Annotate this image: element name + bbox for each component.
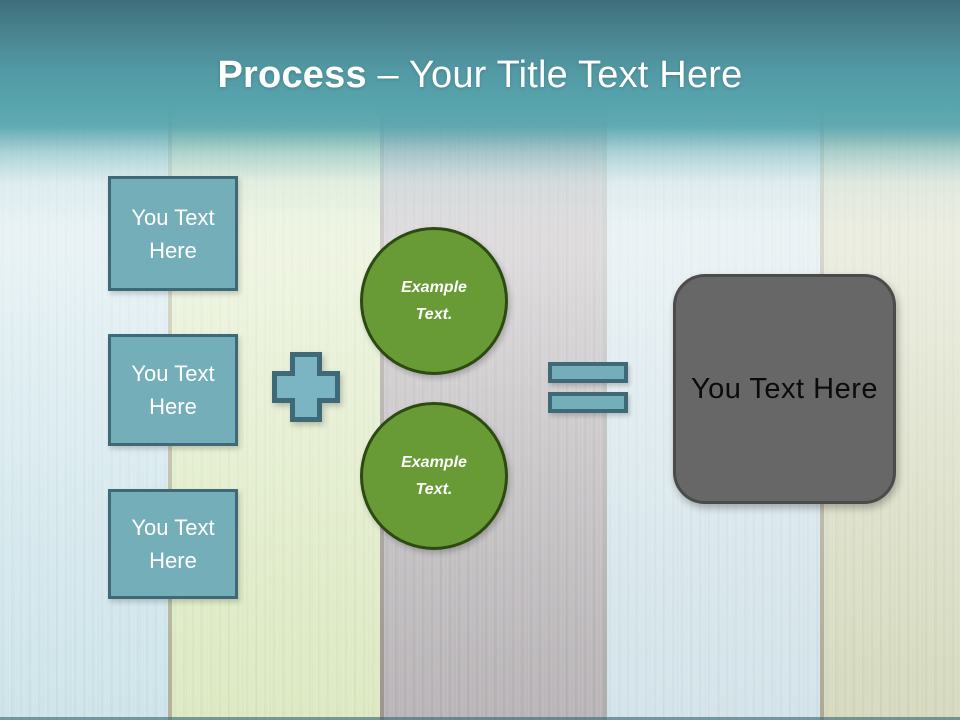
example-circle-1[interactable]: Example Text.: [360, 227, 508, 375]
input-text-box-1[interactable]: You Text Here: [108, 176, 238, 291]
example-circle-2[interactable]: Example Text.: [360, 402, 508, 550]
input-text-box-2[interactable]: You Text Here: [108, 334, 238, 446]
example-circle-1-label: Example Text.: [401, 278, 467, 323]
input-text-box-1-label: You Text Here: [131, 204, 215, 263]
result-box[interactable]: You Text Here: [673, 274, 896, 504]
input-text-box-3[interactable]: You Text Here: [108, 489, 238, 599]
result-box-label: You Text Here: [690, 372, 879, 405]
input-text-box-3-label: You Text Here: [131, 515, 215, 573]
input-text-box-2-label: You Text Here: [131, 361, 215, 419]
equals-icon: [548, 362, 628, 383]
example-circle-2-label: Example Text.: [401, 453, 467, 498]
plus-icon: [272, 352, 340, 422]
title-rest: – Your Title Text Here: [366, 53, 743, 96]
slide-title[interactable]: Process – Your Title Text Here: [0, 0, 960, 150]
title-emphasis: Process: [217, 53, 367, 96]
equals-icon: [548, 392, 628, 413]
